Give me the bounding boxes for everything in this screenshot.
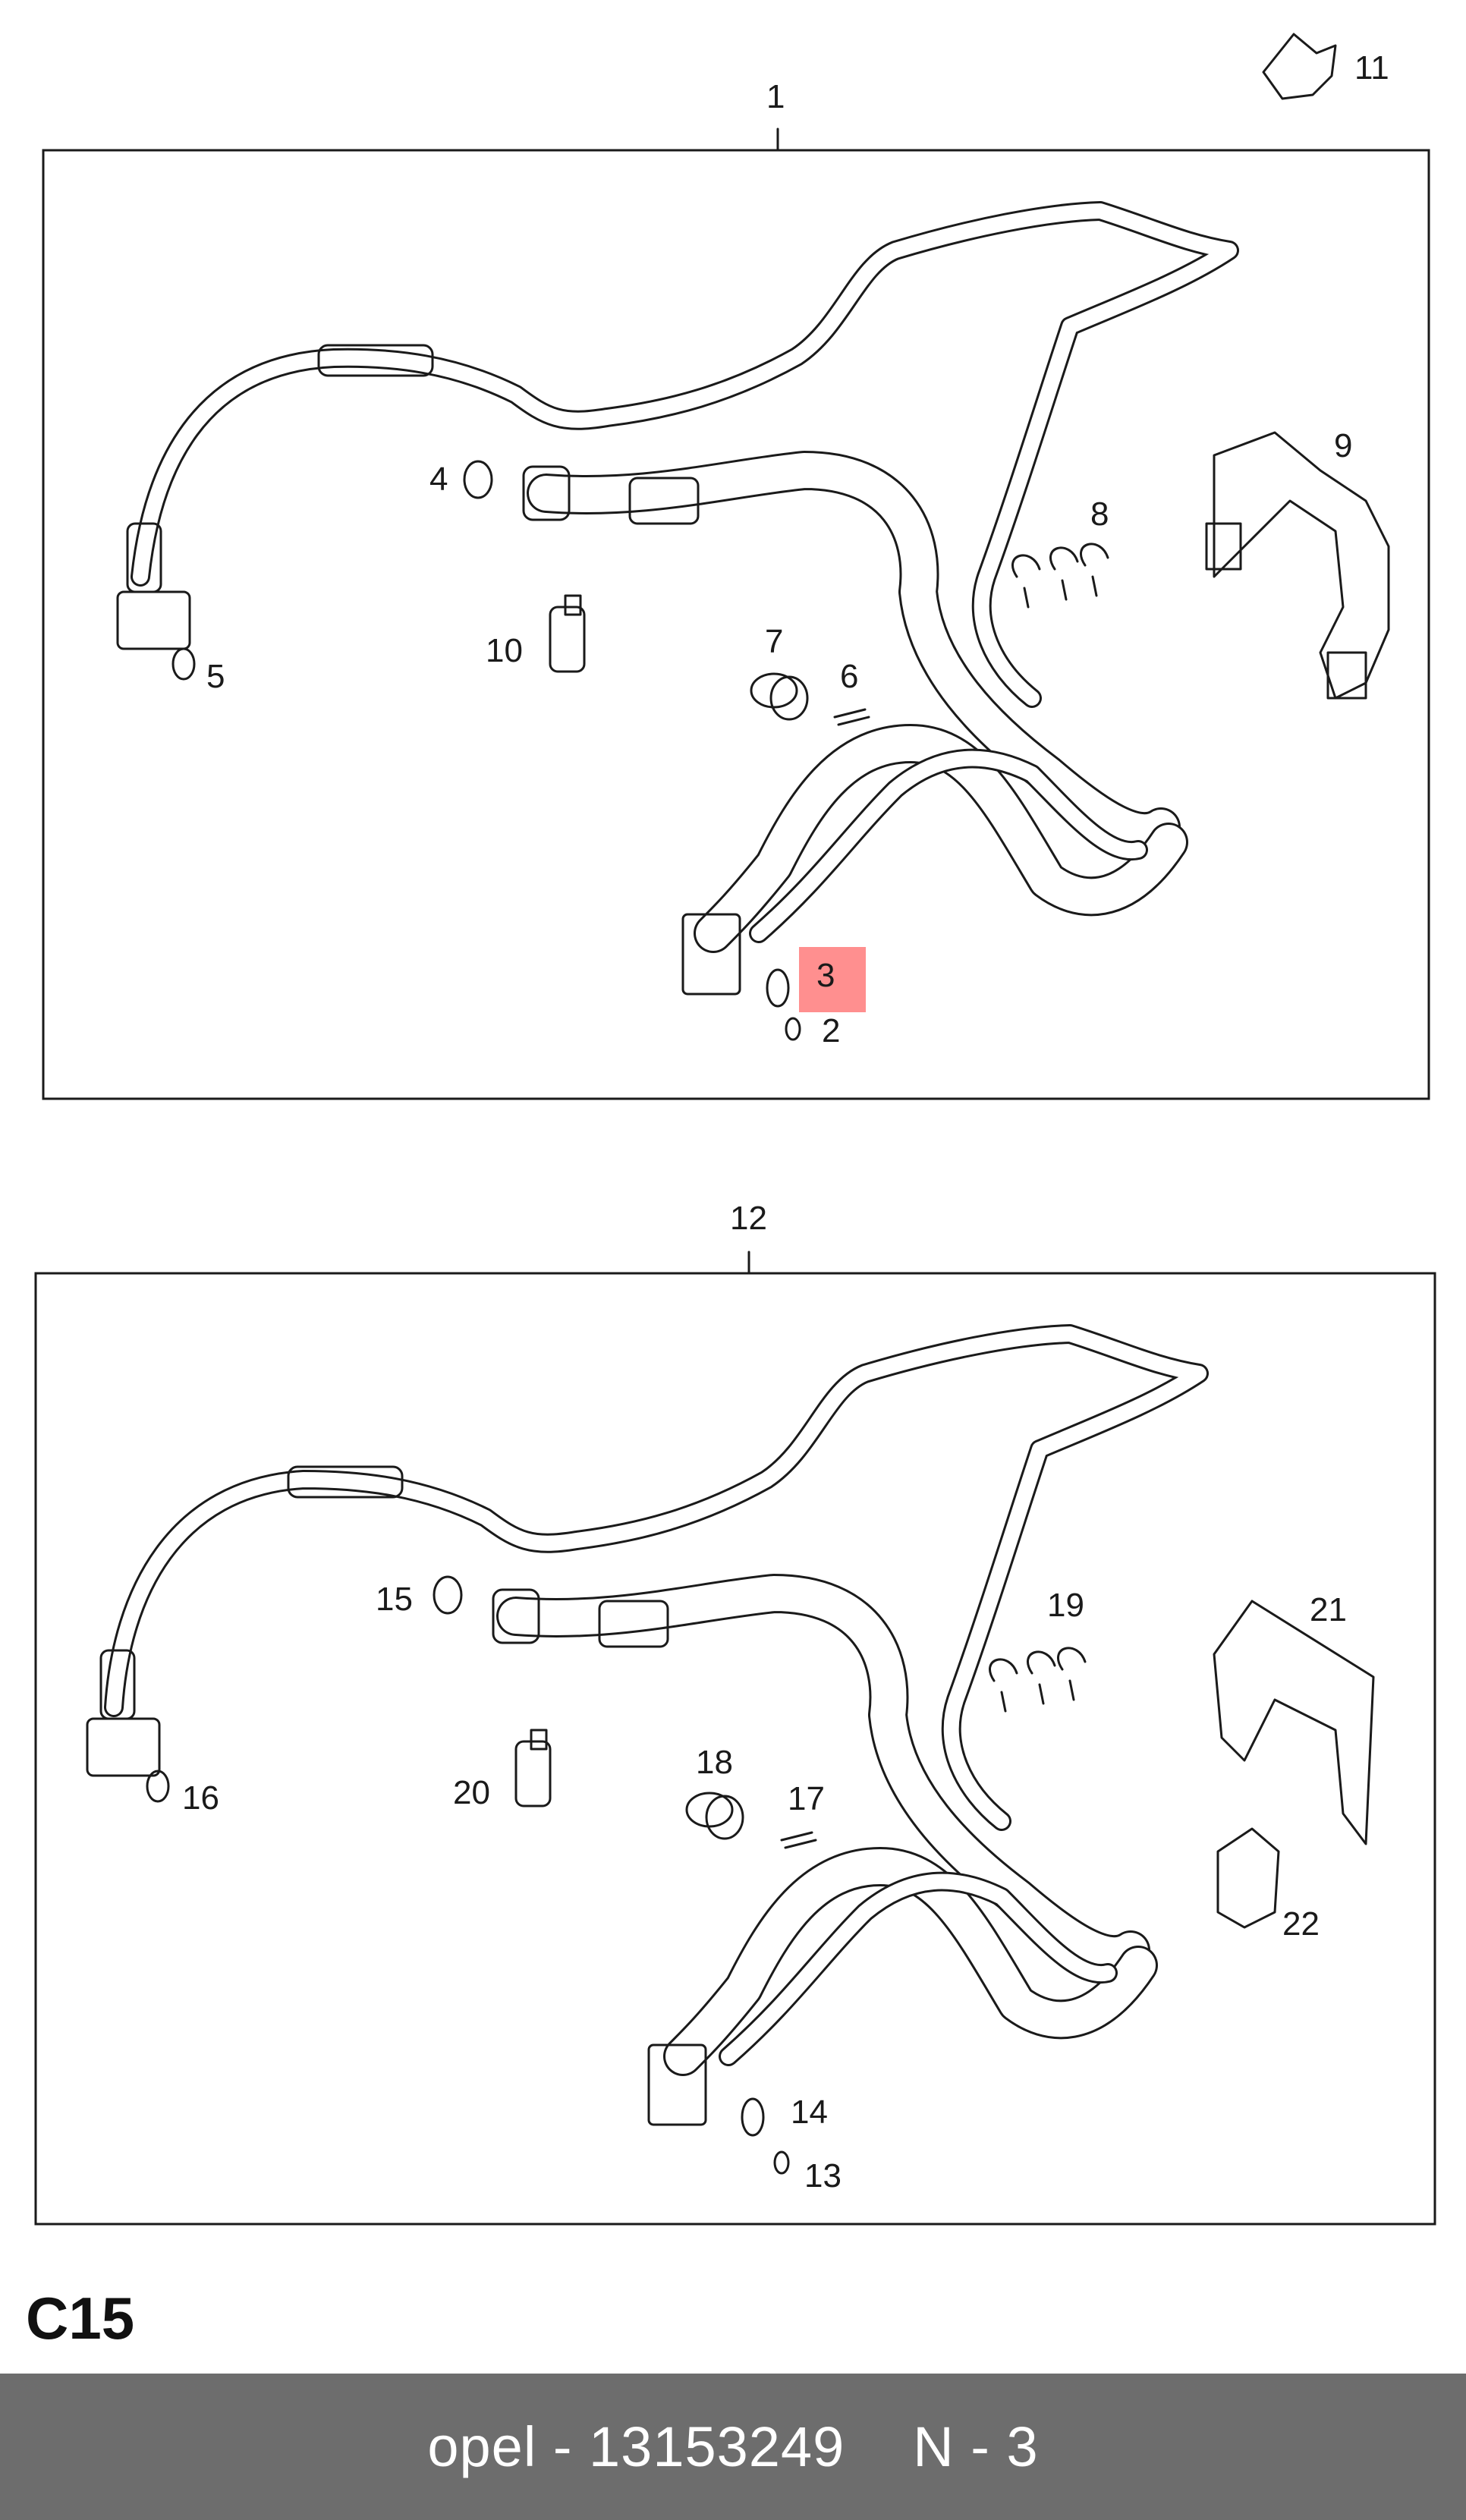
callout-9: 9 xyxy=(1334,427,1352,464)
bottom-tube-ferrule-mid xyxy=(287,1465,404,1499)
highlight-callout-3 xyxy=(799,947,866,1012)
callout-18: 18 xyxy=(696,1744,733,1781)
top-frame xyxy=(42,149,1430,1100)
bottom-clamp-20 xyxy=(514,1729,552,1807)
callout-5: 5 xyxy=(206,658,225,695)
callout-20: 20 xyxy=(453,1774,490,1811)
footer-note: N - 3 xyxy=(913,2415,1039,2478)
footer-bar: opel - 13153249 N - 3 xyxy=(0,2374,1466,2520)
top-o-ring-4 xyxy=(463,460,493,499)
top-expansion-block xyxy=(681,913,741,996)
callout-3: 3 xyxy=(816,957,835,994)
callout-15: 15 xyxy=(376,1581,413,1618)
callout-17: 17 xyxy=(788,1780,825,1817)
bottom-tube-connector-left xyxy=(86,1717,161,1777)
callout-11: 11 xyxy=(1354,49,1389,87)
top-o-ring-5 xyxy=(171,647,196,681)
bottom-o-ring-13 xyxy=(773,2150,790,2175)
callout-7: 7 xyxy=(765,623,783,660)
top-group: 1 xyxy=(42,33,1430,1100)
bottom-expansion-block xyxy=(647,2043,707,2126)
top-hose-fitting xyxy=(522,465,571,521)
callout-19: 19 xyxy=(1047,1587,1084,1624)
top-tube-ferrule-mid xyxy=(317,344,434,377)
bottom-frame xyxy=(34,1272,1436,2226)
top-cap-7 xyxy=(750,672,809,721)
top-valve-core-6 xyxy=(833,708,870,726)
bottom-hose-fitting xyxy=(492,1588,540,1644)
callout-1: 1 xyxy=(766,78,785,115)
callout-2: 2 xyxy=(822,1012,840,1049)
bottom-hose-crimp xyxy=(598,1600,669,1648)
callout-8: 8 xyxy=(1090,496,1109,533)
top-lower-hoses xyxy=(681,724,1188,996)
top-bracket-9 xyxy=(1205,431,1390,700)
bottom-bracket-21 xyxy=(1213,1600,1375,1845)
top-tube-connector-left xyxy=(116,590,191,650)
top-ac-line-tube xyxy=(116,201,1239,708)
bottom-ac-line-tube xyxy=(86,1324,1209,1831)
bottom-bracket-22 xyxy=(1216,1827,1280,1929)
bottom-group: 12 xyxy=(34,1200,1436,2226)
footer-part-number: opel - 13153249 xyxy=(427,2415,845,2478)
bottom-ac-line-hose xyxy=(492,1574,1150,1975)
bottom-o-ring-15 xyxy=(433,1575,463,1615)
callout-12: 12 xyxy=(730,1200,767,1237)
top-ac-line-hose xyxy=(522,451,1181,852)
bottom-o-ring-14 xyxy=(741,2097,765,2137)
callout-22: 22 xyxy=(1282,1905,1320,1943)
callout-6: 6 xyxy=(840,658,858,695)
top-clips-8 xyxy=(1011,543,1109,609)
callout-13: 13 xyxy=(804,2157,842,2194)
callout-14: 14 xyxy=(791,2094,828,2131)
top-o-ring-2 xyxy=(785,1017,801,1041)
bottom-lower-hoses xyxy=(647,1847,1158,2126)
bottom-o-ring-16 xyxy=(146,1770,170,1803)
bottom-cap-18 xyxy=(685,1792,744,1840)
callout-4: 4 xyxy=(429,461,448,498)
callout-21: 21 xyxy=(1310,1591,1347,1628)
top-hose-crimp xyxy=(628,477,700,525)
top-o-ring-3 xyxy=(766,968,790,1008)
callout-10: 10 xyxy=(486,632,523,669)
bottom-clips-19 xyxy=(989,1647,1087,1713)
sheet-code: C15 xyxy=(26,2285,135,2352)
top-clip-11 xyxy=(1262,33,1337,100)
top-clamp-10 xyxy=(549,594,586,673)
callout-16: 16 xyxy=(182,1779,219,1817)
bottom-valve-core-17 xyxy=(780,1831,817,1849)
